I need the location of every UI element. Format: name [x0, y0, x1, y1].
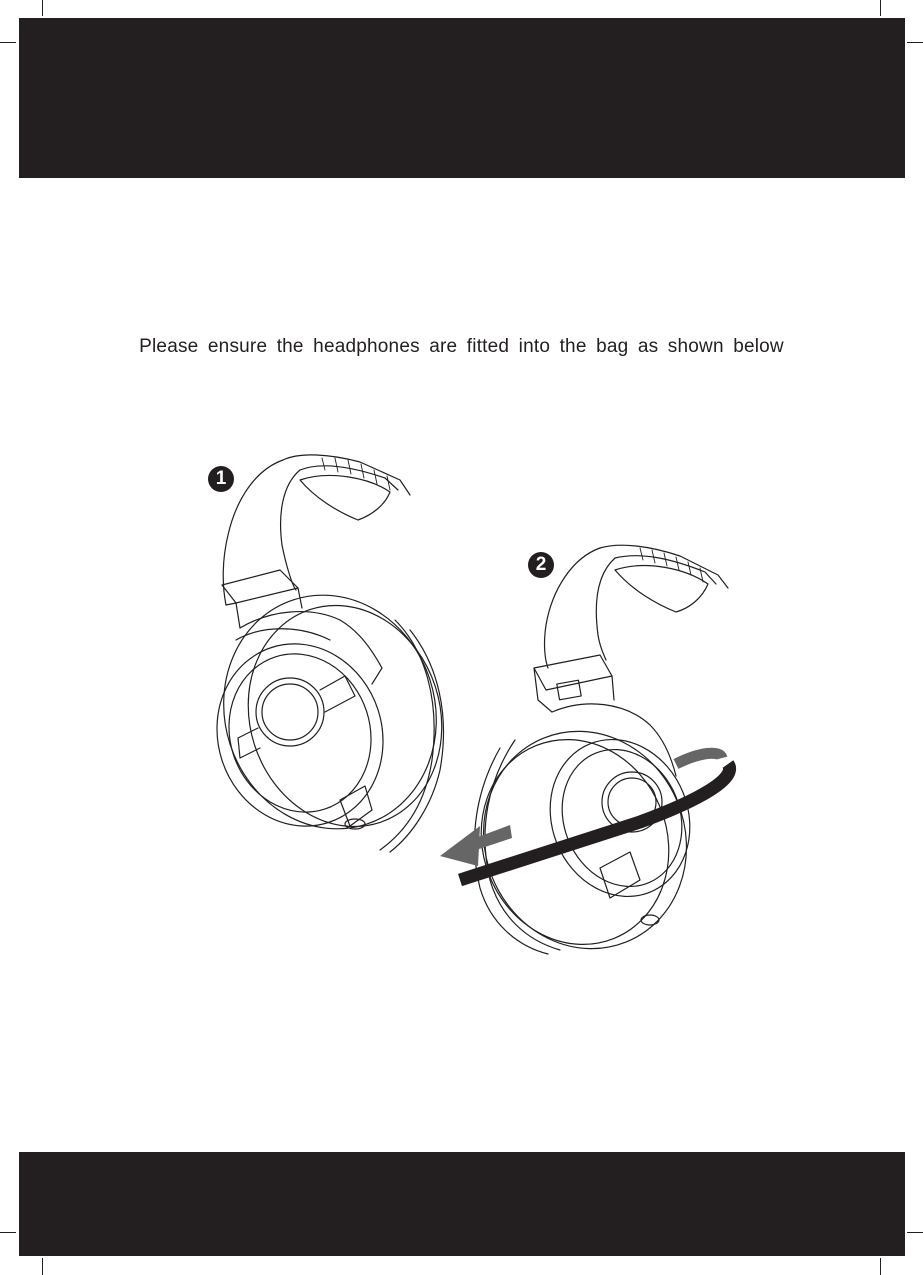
step-2-badge: 2	[528, 552, 554, 578]
step-1-badge: 1	[208, 466, 234, 492]
headphone-step1-icon	[194, 455, 470, 857]
